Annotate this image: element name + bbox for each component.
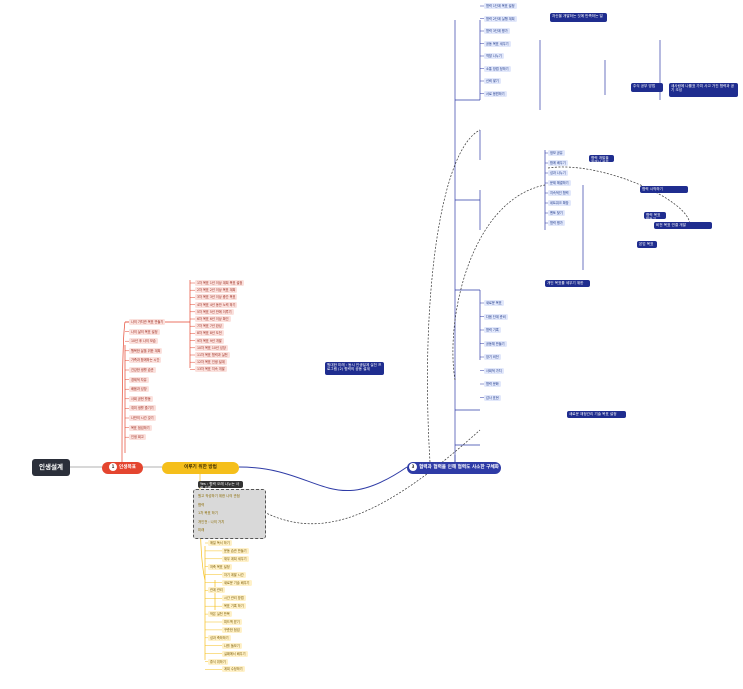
cooperation-item[interactable]: 협력 2단계 실행 계획 (484, 15, 517, 22)
goal-sub-item[interactable]: 건강한 생활 습관 (129, 367, 156, 373)
goal-item[interactable]: 6차 목표 6년 이상 확인 (195, 316, 231, 322)
highlight-item[interactable]: 1차 목표 하기 (198, 511, 218, 515)
goal-item[interactable]: 13차 목표 지속 개발 (195, 366, 227, 373)
goal-item[interactable]: 1차 목표 1년 이상 계획 목표 설정 (195, 280, 245, 286)
cooperation-item[interactable]: 서로 응원하기 (484, 90, 507, 97)
goal-sub-item[interactable]: 행복한 삶을 위한 계획 (129, 347, 163, 354)
method-item[interactable]: 운동 습관 만들기 (222, 547, 249, 554)
note-blue-right-2[interactable]: 새사람에 나를표 가치 사고 가진 협력과 공기 조성 (669, 83, 738, 97)
method-item[interactable]: 계획 수정하기 (222, 666, 245, 673)
cooperation-item[interactable]: 성과 나누기 (548, 170, 568, 176)
method-item[interactable]: 꾸준한 점검 (222, 626, 242, 633)
goal-sub-item[interactable]: 가족과 함께하는 시간 (129, 357, 162, 364)
cooperation-item[interactable]: 공동 목표 세우기 (484, 40, 511, 47)
cooperation-item[interactable]: 정보 공유 (548, 150, 565, 156)
note-blue-bot-2[interactable]: 새로운 재정관리 기술 목표 설정 (567, 411, 626, 418)
method-item[interactable]: 나를 돌보기 (222, 642, 242, 649)
cooperation-item[interactable]: 다음 단계 준비 (484, 313, 508, 320)
note-blue-mid-2[interactable]: 협력 시작하기 (640, 186, 688, 193)
method-item[interactable]: 재무 계획 세우기 (222, 555, 249, 562)
note-blue-mid-5[interactable]: 본업 목표 (637, 241, 657, 248)
note-blue-mid-4[interactable]: 비전 목표 연결 개발 (654, 222, 712, 229)
branch-goals-label: 인생목표 (119, 465, 136, 470)
cooperation-item[interactable]: 신뢰 쌓기 (484, 78, 501, 84)
note-blue-mid-1[interactable]: 협력 개발을 위해서 공부 하기 (589, 155, 614, 162)
goal-item[interactable]: 9차 목표 9년 개발 (195, 337, 224, 344)
cooperation-item[interactable]: 소통 방법 정하기 (484, 65, 511, 72)
goal-sub-item[interactable]: 나의 가치관 목표 만들기 (129, 319, 166, 325)
cooperation-item[interactable]: 함께 배우기 (548, 160, 568, 166)
note-blue-bot-1[interactable]: 개인 목표를 세우기 위한 (545, 280, 590, 287)
goal-sub-item[interactable]: 목표 점검하기 (129, 424, 152, 431)
note-blue-mid-3[interactable]: 협력 목표 만들기 (644, 212, 666, 219)
method-item[interactable]: 시간 관리 방법 (222, 595, 246, 602)
goal-sub-item[interactable]: 나의 삶의 목표 설정 (129, 328, 160, 335)
method-item[interactable]: 매일 독서 하기 (208, 540, 232, 546)
goal-item[interactable]: 4차 목표 4년 동안 노력 하기 (195, 301, 238, 308)
method-item[interactable]: 새로운 기술 배우기 (222, 579, 252, 586)
branch-cooperation-label: 협력과 협력을 인해 협력도 사소한 구체화 (419, 465, 499, 470)
goal-sub-item[interactable]: 배움과 성장 (129, 386, 149, 393)
cooperation-item[interactable]: 역할 나누기 (484, 53, 504, 59)
branch-methods-label: 이루기 위한 방법 (184, 465, 217, 470)
goal-sub-item[interactable]: 인생 회고 (129, 434, 146, 441)
cooperation-item[interactable]: 멘토 찾기 (548, 210, 565, 216)
root-node[interactable]: 인생설계 (32, 459, 70, 476)
method-item[interactable]: 실패에서 배우기 (222, 650, 248, 657)
method-item[interactable]: 성과 축하하기 (208, 634, 231, 641)
highlight-item[interactable]: 협력 (198, 502, 205, 507)
goal-item[interactable]: 2차 목표 2년 이상 목표 계획 (195, 287, 238, 294)
method-item[interactable]: 저축 목표 설정 (208, 563, 232, 570)
method-item[interactable]: 작은 실천 반복 (208, 611, 232, 618)
note-blue-right-1[interactable]: 주식 공부 방법 (631, 83, 663, 92)
goal-sub-item[interactable]: 10년 후 나의 모습 (129, 338, 158, 345)
method-item[interactable]: 피드백 받기 (222, 619, 242, 625)
goal-item[interactable]: 5차 목표 5년 만에 이루기 (195, 308, 234, 315)
goal-item[interactable]: 7차 목표 7년 완성 (195, 323, 224, 330)
cooperation-item[interactable]: 감사 표현 (484, 394, 501, 401)
method-item[interactable]: 휴식 취하기 (208, 658, 228, 665)
highlight-item[interactable]: 원고 작성하기 위한 나의 관점 (198, 494, 240, 498)
goal-item[interactable]: 12차 목표 인생 설계 (195, 359, 227, 366)
cooperation-item[interactable]: 협력 문화 (484, 381, 501, 387)
goal-item[interactable]: 10차 목표 10년 성장 (195, 344, 228, 351)
note-blue-top[interactable]: 자신을 개발하는 것에 만족하는 일 (550, 13, 607, 22)
goal-item[interactable]: 11차 목표 협력과 실천 (195, 352, 230, 358)
goal-sub-item[interactable]: 경제적 자유 (129, 376, 149, 383)
cooperation-item[interactable]: 공동체 만들기 (484, 340, 507, 347)
cooperation-item[interactable]: 협력 1단계 목표 설정 (484, 3, 517, 9)
cooperation-item[interactable]: 새로운 목표 (484, 300, 504, 306)
cooperation-item[interactable]: 문제 해결하기 (548, 180, 571, 186)
goal-sub-item[interactable]: 사회 공헌 활동 (129, 395, 153, 402)
goal-sub-item[interactable]: 나만의 시간 갖기 (129, 415, 156, 421)
highlight-item[interactable]: 미래 (198, 528, 205, 532)
cooperation-item[interactable]: 지속적인 협력 (548, 190, 571, 196)
cooperation-item[interactable]: 협력 기록 (484, 327, 501, 333)
branch-number-badge: 3 (409, 462, 418, 471)
cooperation-item[interactable]: 네트워크 확장 (548, 200, 571, 206)
method-item[interactable]: 목표 기록 하기 (222, 603, 246, 610)
cooperation-item[interactable]: 협력 평가 (548, 220, 565, 226)
note-red-side[interactable]: 원대한 미래 : 동시 인생설계 실천 프로그램 (2) 협력의 공동 설계 (325, 362, 384, 375)
cooperation-item[interactable]: 협력 3단계 평가 (484, 28, 510, 34)
branch-methods[interactable]: 이루기 위한 방법 (162, 462, 239, 474)
highlight-item[interactable]: 개인전 : 나의 가치 (198, 519, 225, 524)
goal-item[interactable]: 3차 목표 3년 이상 중간 목표 (195, 294, 238, 301)
cooperation-item[interactable]: 사회적 가치 (484, 367, 504, 374)
branch-number-badge: 1 (109, 462, 118, 471)
cooperation-item[interactable]: 장기 비전 (484, 354, 501, 360)
goal-item[interactable]: 8차 목표 8년 도전 (195, 330, 224, 337)
method-item[interactable]: 자기 계발 시간 (222, 571, 246, 578)
note-yellow-dark[interactable]: Yes : 협력 오래 나누는 사람 오래 (198, 481, 243, 488)
goal-sub-item[interactable]: 취미 생활 즐기기 (129, 405, 156, 412)
method-item[interactable]: 관계 관리 (208, 587, 225, 594)
